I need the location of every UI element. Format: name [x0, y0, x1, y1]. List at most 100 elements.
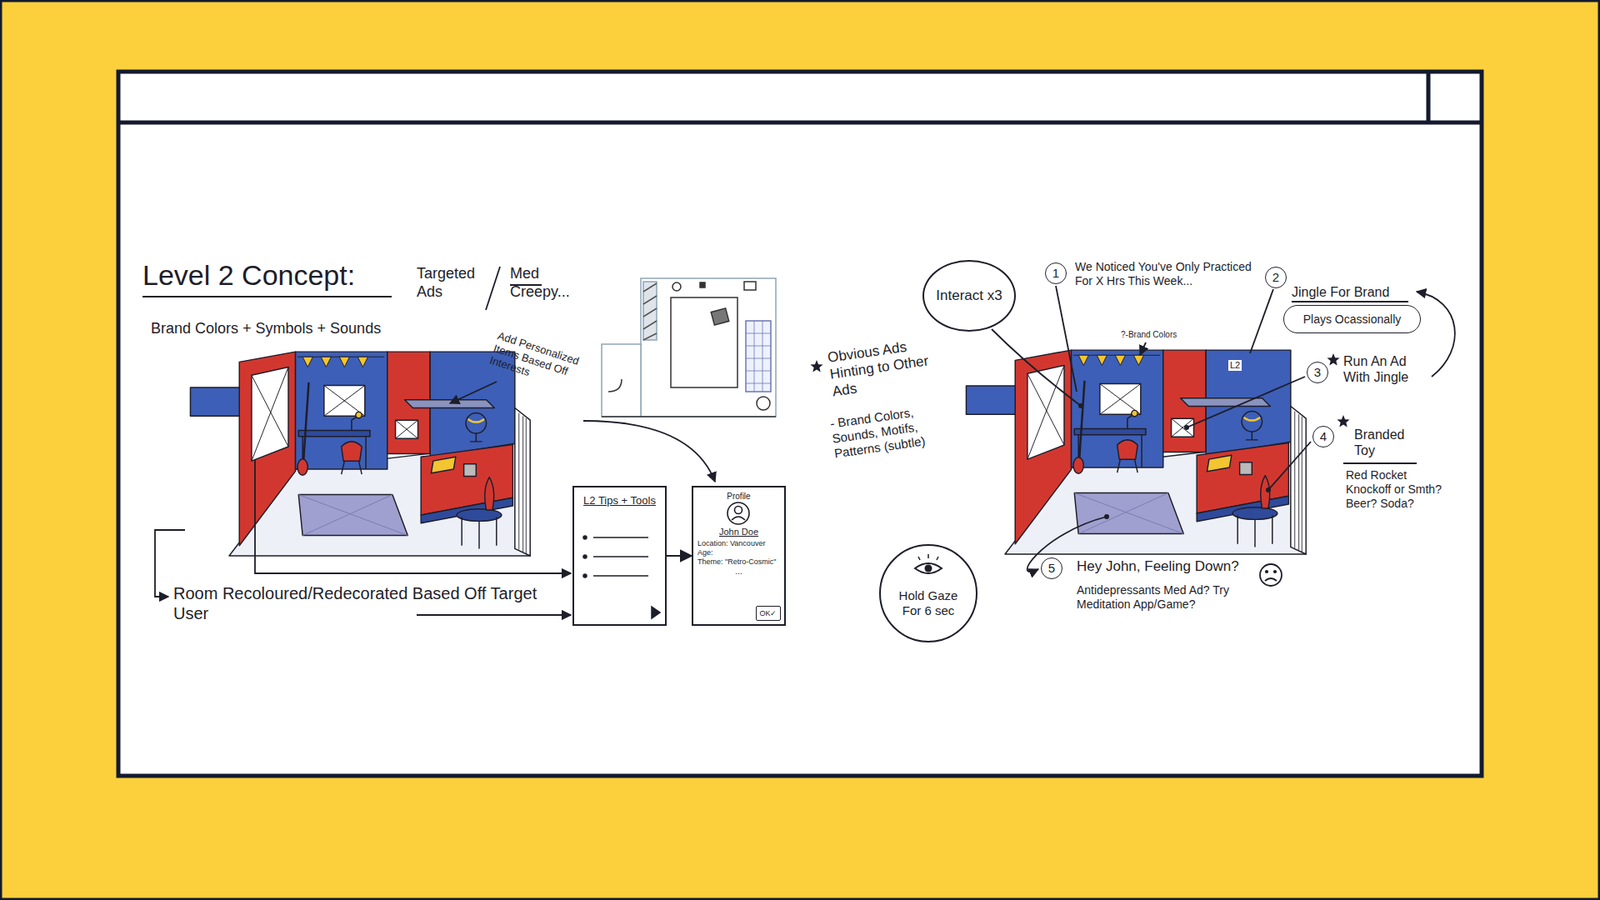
node-heading: 4	[1313, 429, 1334, 445]
node-text: John Doe	[697, 526, 780, 538]
profile-avatar	[727, 502, 750, 525]
tips-list-lines	[583, 555, 587, 559]
tips-list-lines	[583, 535, 587, 540]
leader-lines	[1416, 291, 1455, 377]
floor-plan	[640, 278, 776, 417]
browser-window	[118, 71, 1482, 123]
floor-plan	[643, 281, 657, 340]
leader-lines	[1268, 441, 1311, 490]
annotation-text: Branded Toy	[1354, 426, 1425, 459]
leader-dots	[1078, 403, 1271, 520]
node-heading: Plays Ocassionally	[1292, 312, 1412, 327]
leader-dots	[1265, 487, 1271, 493]
annotation-text: Obvious Ads Hinting to Other Ads	[826, 335, 937, 401]
leader-lines	[142, 266, 1455, 615]
node-heading: Profile	[697, 491, 780, 502]
callout-number: 5	[1040, 557, 1063, 580]
node-text: ...	[697, 566, 780, 577]
annotation-text: Room Recoloured/Redecorated Based Off Ta…	[173, 583, 540, 624]
sad-face	[1260, 564, 1282, 586]
annotation-text: Hey John, Feeling Down?	[1076, 558, 1294, 575]
eye-icon	[915, 554, 942, 574]
node-heading: Interact x3	[934, 287, 1005, 305]
leader-lines	[1250, 289, 1274, 354]
leader-lines	[1291, 300, 1409, 303]
leader-lines	[450, 381, 497, 404]
profile-avatar	[727, 502, 750, 525]
tips-panel: L2 Tips + Tools	[572, 485, 667, 626]
node-text: Theme: "Retro-Cosmic"	[697, 557, 780, 567]
trigger-ellipse: Interact x3	[922, 260, 1016, 332]
floor-plan	[700, 282, 705, 288]
arrow-connector	[666, 555, 692, 557]
leader-lines	[255, 460, 571, 574]
node-heading: L2 Tips + Tools	[579, 494, 660, 508]
star-marks	[1326, 353, 1340, 365]
annotation-text: Brand Colors + Symbols + Sounds	[150, 320, 451, 339]
floor-plan	[643, 283, 657, 340]
tips-list-lines	[583, 535, 660, 619]
profile-avatar	[735, 506, 743, 515]
node-heading: 5	[1041, 560, 1062, 576]
star-marks	[1336, 415, 1350, 427]
leader-lines	[1186, 376, 1305, 428]
annotation-text: Antidepressants Med Ad? Try Meditation A…	[1076, 583, 1244, 612]
room-sketch	[965, 350, 1306, 555]
leader-lines	[485, 266, 500, 310]
annotation-text: Jingle For Brand	[1291, 284, 1409, 300]
node-heading: OK✓	[758, 609, 779, 619]
annotation-text: Targeted Ads	[416, 265, 496, 301]
leader-dots	[1184, 425, 1190, 430]
star-marks	[810, 360, 823, 372]
node-text: Location: Vancouver	[697, 539, 780, 549]
callout-number: 4	[1312, 425, 1335, 448]
floor-plan	[601, 344, 641, 417]
node-heading: 3	[1307, 365, 1328, 380]
leader-dots	[1104, 514, 1110, 520]
node-heading: Hold Gaze For 6 sec	[892, 588, 965, 619]
callout-number: 2	[1265, 266, 1287, 289]
floor-plan	[601, 415, 776, 418]
floor-plan	[601, 278, 776, 417]
room-sketch	[190, 351, 530, 556]
floor-plan	[745, 320, 771, 392]
annotation-text: Red Rocket Knockoff or Smth? Beer? Soda?	[1345, 468, 1450, 510]
leader-lines	[1055, 285, 1077, 392]
floor-plan	[672, 282, 681, 291]
tips-list-lines	[583, 574, 587, 578]
leader-lines	[1140, 342, 1146, 355]
node-heading: 2	[1265, 270, 1286, 285]
node-text: Age:	[697, 548, 780, 558]
annotation-text: ?-Brand Colors	[1120, 330, 1200, 340]
browser-window	[118, 71, 1482, 776]
leader-lines	[416, 614, 571, 616]
tips-list-lines	[593, 537, 649, 576]
sad-face	[1265, 570, 1268, 573]
leader-lines	[142, 295, 392, 298]
annotation-text: Med Creepy...	[510, 265, 577, 301]
leader-dots	[1078, 403, 1084, 409]
floor-plan	[710, 308, 730, 325]
leader-lines	[1343, 462, 1417, 465]
profile-avatar	[731, 516, 745, 520]
sad-face	[1260, 564, 1282, 586]
tips-list-lines	[651, 606, 660, 619]
floor-plan	[744, 281, 756, 290]
eye-icon	[918, 554, 939, 560]
callout-number: 1	[1045, 262, 1067, 285]
note-oval: Plays Ocassionally	[1283, 305, 1421, 334]
eye-icon	[925, 565, 933, 573]
annotation-text: Run An Ad With Jingle	[1343, 353, 1427, 385]
sad-face	[1265, 578, 1277, 581]
ok-button: OK✓	[755, 605, 781, 621]
profile-panel: ProfileJohn DoeLocation: VancouverAge:Th…	[691, 485, 786, 626]
diagram-title: Level 2 Concept:	[142, 258, 355, 293]
eye-icon	[915, 563, 942, 574]
annotation-text: We Noticed You've Only Practiced For X H…	[1075, 260, 1263, 289]
sad-face	[1274, 570, 1276, 573]
node-heading: 1	[1045, 265, 1066, 281]
floor-plan	[670, 297, 738, 388]
floor-plan	[745, 320, 771, 392]
